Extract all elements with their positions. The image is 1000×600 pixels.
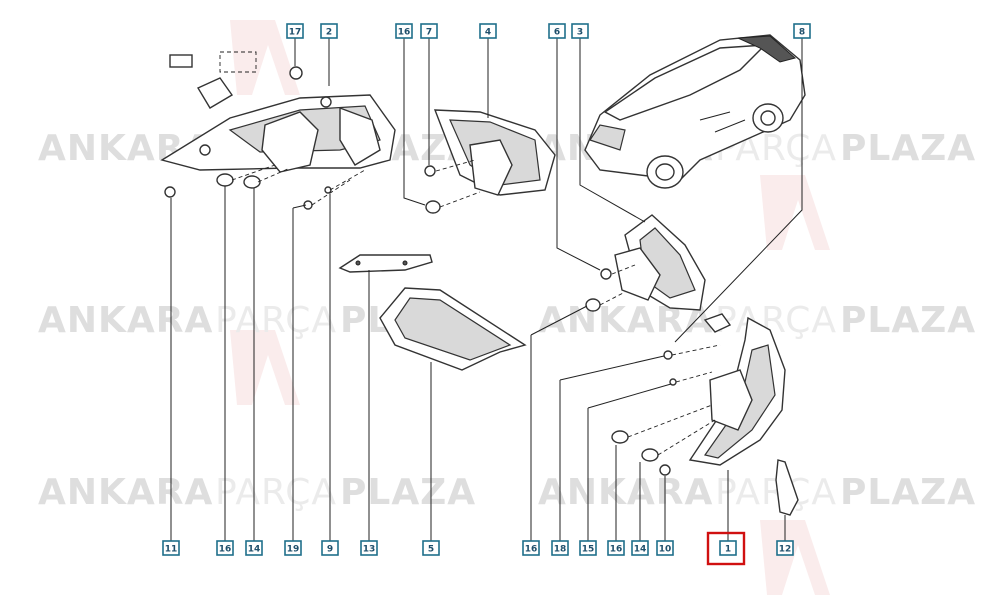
callout-12[interactable]: 12 — [776, 540, 794, 556]
watermark-logo — [230, 20, 830, 595]
svg-text:4: 4 — [485, 28, 491, 38]
watermark-word: PARÇA — [215, 300, 337, 341]
callout-boxes: 17 2 16 7 4 6 3 8 11 16 14 19 9 13 5 16 … — [162, 23, 811, 566]
watermark-word: ANKARA — [538, 472, 713, 513]
callout-3[interactable]: 3 — [571, 23, 589, 39]
upper-middle-lamp — [433, 109, 556, 196]
bulb-icon — [425, 200, 441, 214]
selected-part-highlight — [706, 531, 746, 566]
callout-2[interactable]: 2 — [320, 23, 338, 39]
watermark-row-3: ANKARA PARÇA PLAZA ANKARA PARÇA PLAZA — [38, 472, 976, 513]
reflector-strip — [338, 254, 433, 273]
watermark-word: ANKARA — [38, 300, 213, 341]
nut-icon — [659, 464, 671, 476]
callout-19[interactable]: 19 — [284, 540, 302, 556]
svg-text:12: 12 — [779, 545, 792, 555]
svg-text:11: 11 — [165, 545, 178, 555]
watermark-word: PLAZA — [840, 472, 976, 513]
watermark-word: PLAZA — [340, 472, 476, 513]
callout-9[interactable]: 9 — [321, 540, 339, 556]
callout-14-right[interactable]: 14 — [631, 540, 649, 556]
callout-15[interactable]: 15 — [579, 540, 597, 556]
bulb-icon — [585, 298, 601, 312]
svg-text:2: 2 — [326, 28, 332, 38]
callout-16-right[interactable]: 16 — [607, 540, 625, 556]
bulb-icon — [243, 175, 261, 189]
svg-text:16: 16 — [525, 545, 538, 555]
bulb-icon — [641, 448, 659, 462]
side-marker — [775, 459, 799, 516]
callout-11[interactable]: 11 — [162, 540, 180, 556]
svg-text:16: 16 — [398, 28, 411, 38]
watermark-word: PARÇA — [215, 472, 337, 513]
svg-text:9: 9 — [327, 545, 333, 555]
svg-text:14: 14 — [248, 545, 261, 555]
svg-text:1: 1 — [725, 545, 731, 555]
callout-13[interactable]: 13 — [360, 540, 378, 556]
svg-text:10: 10 — [659, 545, 672, 555]
svg-text:5: 5 — [428, 545, 434, 555]
callout-14-left[interactable]: 14 — [245, 540, 263, 556]
car-illustration — [584, 34, 806, 189]
center-lamp-cover — [379, 287, 527, 371]
right-upper-lamp — [614, 214, 706, 311]
watermark-word: ANKARA — [38, 472, 213, 513]
left-tail-lamp — [160, 51, 396, 173]
svg-text:14: 14 — [634, 545, 647, 555]
callout-17[interactable]: 17 — [286, 23, 304, 39]
nut-icon — [424, 165, 436, 177]
callout-10[interactable]: 10 — [656, 540, 674, 556]
svg-text:16: 16 — [219, 545, 232, 555]
callout-16-left[interactable]: 16 — [216, 540, 234, 556]
leader-lines — [170, 38, 803, 541]
screw-icon — [324, 186, 332, 194]
assembly-lines — [231, 159, 721, 456]
callout-4[interactable]: 4 — [479, 23, 497, 39]
svg-text:18: 18 — [554, 545, 567, 555]
watermark-word: PLAZA — [840, 128, 976, 169]
callout-18[interactable]: 18 — [551, 540, 569, 556]
svg-text:19: 19 — [287, 545, 300, 555]
svg-text:3: 3 — [577, 28, 583, 38]
bulb-icon — [216, 173, 234, 187]
bulb-icon — [611, 430, 629, 444]
right-lower-lamp — [688, 313, 786, 466]
nut-icon — [600, 268, 612, 280]
callout-6[interactable]: 6 — [548, 23, 566, 39]
watermark-word: PARÇA — [715, 300, 837, 341]
svg-text:15: 15 — [582, 545, 595, 555]
callout-5[interactable]: 5 — [422, 540, 440, 556]
callout-1[interactable]: 1 — [719, 540, 737, 556]
grommet-icon — [289, 66, 303, 80]
watermark-word: PLAZA — [840, 300, 976, 341]
svg-text:17: 17 — [289, 28, 302, 38]
svg-text:8: 8 — [799, 28, 805, 38]
callout-16-mid[interactable]: 16 — [522, 540, 540, 556]
svg-text:16: 16 — [610, 545, 623, 555]
callout-8[interactable]: 8 — [793, 23, 811, 39]
svg-text:6: 6 — [554, 28, 560, 38]
callout-16-top[interactable]: 16 — [395, 23, 413, 39]
watermark-layer: ANKARA PARÇA PLAZA ANKARA PARÇA PLAZA AN… — [38, 20, 976, 595]
svg-text:7: 7 — [426, 28, 432, 38]
grommet-icon — [320, 96, 332, 108]
lamp-connector-icon — [169, 54, 193, 68]
svg-text:13: 13 — [363, 545, 376, 555]
clip-icon — [663, 350, 673, 360]
callout-7[interactable]: 7 — [420, 23, 438, 39]
clip-icon — [164, 186, 176, 198]
